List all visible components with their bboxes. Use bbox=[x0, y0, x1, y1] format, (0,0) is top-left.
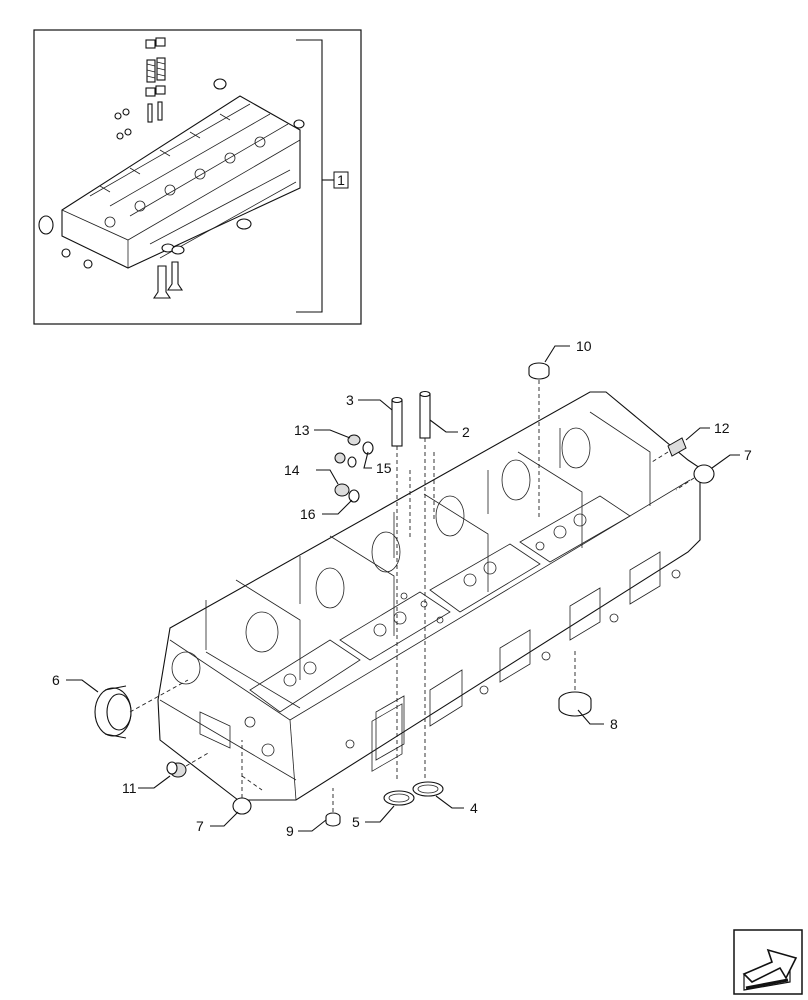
port-plates bbox=[249, 495, 631, 713]
callout-15: 15 bbox=[376, 460, 392, 476]
side-face-cutouts bbox=[345, 551, 681, 772]
overview-inset: 1 bbox=[33, 29, 362, 325]
callout-8: 8 bbox=[610, 716, 618, 732]
cup-plug-7-left bbox=[232, 740, 263, 815]
callout-7-left: 7 bbox=[196, 818, 204, 834]
callout-6: 6 bbox=[52, 672, 60, 688]
callout-3: 3 bbox=[346, 392, 354, 408]
cup-plug-9 bbox=[325, 788, 341, 827]
callout-7-right: 7 bbox=[744, 447, 752, 463]
cup-plug-7-right bbox=[675, 464, 715, 491]
callout-13: 13 bbox=[294, 422, 310, 438]
callout-14: 14 bbox=[284, 462, 300, 478]
callout-9: 9 bbox=[286, 823, 294, 839]
rocker-bays bbox=[205, 411, 651, 680]
inset-valve-parts bbox=[38, 37, 305, 299]
plug-12 bbox=[651, 437, 687, 463]
callout-4: 4 bbox=[470, 800, 478, 816]
inset-cylinder-head bbox=[61, 95, 301, 269]
seal-14-16 bbox=[334, 483, 360, 503]
inset-ref-label: 1 bbox=[337, 172, 345, 188]
valve-seats-4-5 bbox=[383, 781, 444, 806]
cylinder-head-main bbox=[157, 391, 701, 801]
callout-16: 16 bbox=[300, 506, 316, 522]
seal-ring-6 bbox=[94, 679, 189, 739]
valve-guides-2-3 bbox=[391, 390, 435, 780]
callout-12: 12 bbox=[714, 420, 730, 436]
callout-2: 2 bbox=[462, 424, 470, 440]
callout-labels: 10 12 7 3 2 13 15 14 16 6 8 11 7 9 5 4 bbox=[52, 338, 752, 839]
cup-plug-10 bbox=[528, 362, 550, 520]
seals-13-15 bbox=[334, 434, 374, 468]
callout-10: 10 bbox=[576, 338, 592, 354]
cup-plug-8 bbox=[558, 650, 592, 717]
callout-5: 5 bbox=[352, 814, 360, 830]
front-end-face bbox=[159, 651, 297, 781]
plug-11 bbox=[166, 751, 211, 778]
leader-lines bbox=[66, 345, 740, 832]
callout-11: 11 bbox=[122, 780, 137, 796]
next-page-arrow-icon[interactable] bbox=[733, 929, 803, 995]
